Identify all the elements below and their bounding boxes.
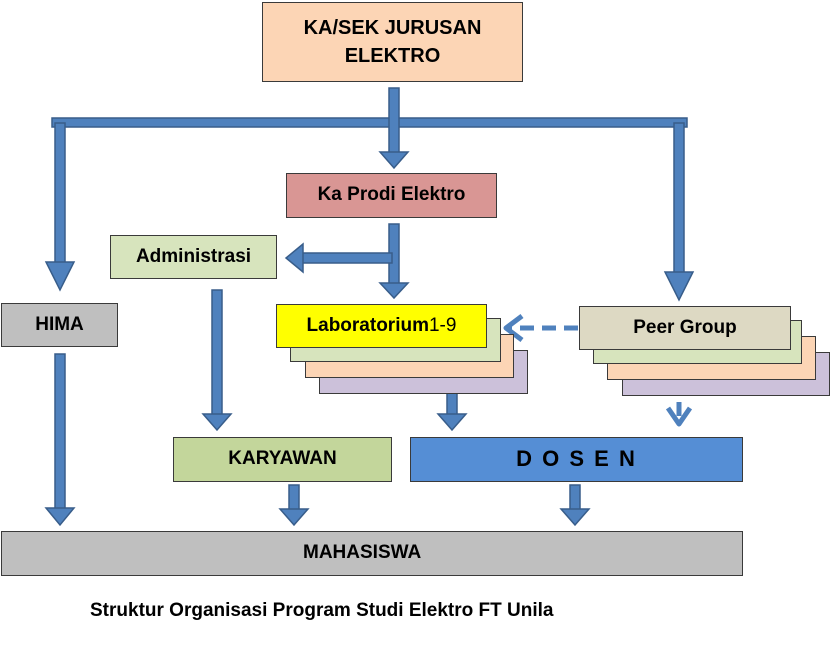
mahasiswa-label: MAHASISWA: [303, 542, 422, 564]
arrowhead-to-hima: [44, 261, 76, 292]
arrowhead-to-karyawan: [201, 413, 233, 432]
dashed-arrowhead-to-lab: [503, 314, 524, 342]
node-mahasiswa: MAHASISWA: [1, 531, 743, 576]
node-dosen: D O S E N: [410, 437, 743, 482]
node-kajur: KA/SEK JURUSAN ELEKTRO: [262, 2, 523, 82]
laboratorium-label: Laboratorium: [306, 314, 429, 336]
peer-group-label: Peer Group: [633, 316, 737, 338]
arrow-dosen-to-mahasiswa: [569, 484, 581, 511]
node-hima: HIMA: [1, 303, 118, 347]
arrowhead-dosen-mahasiswa: [559, 508, 591, 527]
kajur-line1: KA/SEK JURUSAN: [303, 17, 482, 39]
arrowhead-hima-mahasiswa: [44, 507, 76, 527]
bus-drop-peer-group: [673, 122, 685, 274]
arrowhead-karyawan-mahasiswa: [278, 508, 310, 527]
administrasi-label: Administrasi: [135, 245, 252, 267]
node-karyawan: KARYAWAN: [173, 437, 392, 482]
top-bus-line: [51, 117, 688, 128]
node-kaprodi: Ka Prodi Elektro: [286, 173, 497, 218]
node-peer-group: Peer Group: [579, 306, 791, 350]
arrow-hima-to-mahasiswa: [54, 353, 66, 510]
arrow-karyawan-to-mahasiswa: [288, 484, 300, 511]
arrow-kajur-to-kaprodi: [388, 87, 400, 154]
diagram-caption: Struktur Organisasi Program Studi Elektr…: [90, 600, 554, 621]
arrowhead-to-kaprodi: [378, 151, 410, 170]
dashed-arrowhead-to-dosen: [665, 406, 693, 427]
arrow-kaprodi-to-admin: [301, 252, 393, 264]
arrowhead-to-admin: [284, 242, 304, 274]
kajur-line2: ELEKTRO: [344, 45, 441, 67]
node-administrasi: Administrasi: [110, 235, 277, 279]
arrowhead-to-dosen: [436, 413, 468, 432]
laboratorium-range: 1-9: [428, 314, 457, 336]
arrowhead-to-peer-group: [663, 271, 695, 302]
dosen-label: D O S E N: [516, 446, 637, 472]
arrowhead-to-lab: [378, 282, 410, 300]
arrow-admin-to-karyawan: [211, 289, 223, 416]
bus-drop-hima: [54, 122, 66, 264]
karyawan-label: KARYAWAN: [228, 448, 337, 470]
kaprodi-label: Ka Prodi Elektro: [317, 184, 466, 206]
node-laboratorium: Laboratorium 1-9: [276, 304, 487, 348]
hima-label: HIMA: [35, 313, 84, 335]
